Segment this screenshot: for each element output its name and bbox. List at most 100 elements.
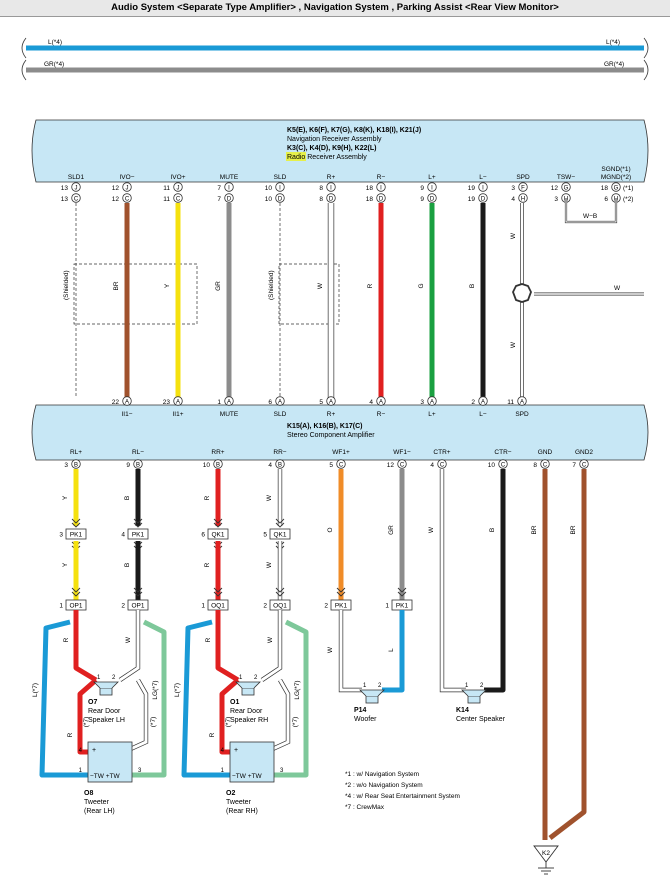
svg-text:I: I: [279, 185, 281, 191]
amp-bottom-pin-5: 12: [387, 462, 395, 469]
svg-text:1: 1: [97, 675, 101, 681]
amp-bottom-label-5: WF1−: [393, 449, 411, 456]
svg-text:C: C: [440, 462, 445, 468]
svg-text:Speaker RH: Speaker RH: [230, 717, 268, 724]
nav-terminal-label-11: SGND(*1): [601, 166, 630, 173]
nav-terminal-label-0: SLD1: [68, 174, 85, 181]
footnote-1: *1 : w/ Navigation System: [345, 771, 419, 778]
amp-bottom-pin-3: 4: [268, 462, 272, 469]
amp-top-pin-4: 5: [319, 399, 323, 406]
svg-text:6: 6: [201, 532, 205, 539]
svg-text:K14: K14: [456, 707, 469, 714]
nav-connector1-2: J: [173, 182, 183, 192]
nav-connector1-4: I: [275, 182, 285, 192]
nav-pin2-6: 18: [366, 196, 374, 203]
svg-text:3: 3: [59, 532, 63, 539]
woofer-wire-l-label: L: [388, 648, 395, 652]
svg-text:2: 2: [480, 683, 484, 689]
svg-text:I: I: [482, 185, 484, 191]
center-wire-minus-label: B: [489, 528, 496, 532]
svg-text:D: D: [227, 196, 232, 202]
svg-text:G: G: [614, 185, 619, 191]
svg-text:C: C: [543, 462, 548, 468]
svg-text:C: C: [400, 462, 405, 468]
top-wire-gray-label-left: GR(*4): [44, 61, 64, 68]
svg-text:H: H: [521, 196, 525, 202]
nav-pin2-1: 12: [112, 196, 120, 203]
svg-text:+: +: [234, 747, 238, 754]
rear-rh-red-tw-label: R: [209, 732, 216, 737]
amp-bottom-connector-9: C: [579, 459, 589, 469]
svg-text:(Rear LH): (Rear LH): [84, 808, 115, 815]
lower-wire-a-label-3: W: [266, 494, 273, 501]
nav-terminal-label-10: TSW−: [557, 174, 575, 181]
footnotes: *1 : w/ Navigation System *2 : w/o Navig…: [345, 771, 460, 811]
woofer-wire-l: [382, 610, 405, 693]
nav-pin1-10: 12: [551, 185, 559, 192]
nav-codes-1: K5(E), K6(F), K7(G), K8(K), K18(I), K21(…: [287, 127, 421, 134]
nav-connector1-1: J: [122, 182, 132, 192]
rear-lh-white-label: W: [125, 636, 132, 643]
shielded-label-left: (Shielded): [63, 270, 70, 300]
svg-text:Center Speaker: Center Speaker: [456, 716, 506, 723]
svg-text:QK1: QK1: [273, 532, 286, 539]
amp-top-pin-6: 3: [420, 399, 424, 406]
svg-text:B: B: [216, 462, 220, 468]
amp-bottom-pin-2: 10: [203, 462, 211, 469]
rear-lh-red-tw-note: (*7): [83, 717, 90, 727]
svg-text:A: A: [430, 399, 434, 405]
amp-top-connector-6: A: [427, 396, 437, 406]
svg-text:D: D: [329, 196, 334, 202]
lower-wire-b-label-1: B: [124, 563, 131, 567]
chevron-c-2: [213, 587, 223, 597]
nav-terminal-label2-11: MGND(*2): [601, 174, 631, 181]
nav-pin2-8: 19: [468, 196, 476, 203]
amp-bottom-pin-9: 7: [572, 462, 576, 469]
svg-text:1: 1: [465, 683, 469, 689]
svg-text:1: 1: [59, 603, 63, 610]
svg-text:C: C: [501, 462, 506, 468]
svg-text:J: J: [75, 185, 78, 191]
wb-label: W−B: [583, 213, 597, 220]
svg-text:Rear Door: Rear Door: [230, 708, 263, 715]
amp-bottom-label-2: RR+: [211, 449, 224, 456]
rear-lh-white-tw-wire: [123, 678, 149, 755]
svg-text:D: D: [481, 196, 486, 202]
spd-wire-label-1: W: [510, 232, 517, 239]
amp-bottom-label-3: RR−: [273, 449, 286, 456]
lower-wire-a-label-2: R: [204, 495, 211, 500]
svg-text:2: 2: [121, 603, 125, 610]
amp-top-connector-4: A: [326, 396, 336, 406]
amp-bottom-label-8: GND: [538, 449, 553, 456]
svg-text:O7: O7: [88, 699, 97, 706]
svg-text:1: 1: [201, 603, 205, 610]
rear-rh-white-label: W: [267, 636, 274, 643]
amp-codes: K15(A), K16(B), K17(C): [287, 423, 362, 430]
chevron-c-0: [71, 587, 81, 597]
nav-pin1-6: 18: [366, 185, 374, 192]
svg-text:F: F: [521, 185, 525, 191]
nav-pin1-7: 9: [420, 185, 424, 192]
rear-lh-blue-wire: [39, 619, 92, 778]
nav-connector1-3: I: [224, 182, 234, 192]
svg-text:O8: O8: [84, 790, 93, 797]
nav-connector1-6: I: [376, 182, 386, 192]
rear-rh-red-tw-note: (*7): [225, 717, 232, 727]
nav-terminal-label-9: SPD: [516, 174, 530, 181]
svg-text:O1: O1: [230, 699, 239, 706]
shielded-label-right: (Shielded): [268, 270, 275, 300]
rear-lh-red-tw-wire: [77, 678, 98, 755]
rear-rh-blue-label: L(*7): [174, 683, 181, 697]
chevron-a-0: [71, 518, 81, 528]
nav-connector2-7: D: [427, 193, 437, 203]
nav-pin2-11: 6: [604, 196, 608, 203]
wb-ground-loop: W−B: [564, 198, 618, 224]
amp-top-label-3: SLD: [274, 411, 287, 418]
amp-top-pin-7: 2: [471, 399, 475, 406]
svg-text:D: D: [278, 196, 283, 202]
